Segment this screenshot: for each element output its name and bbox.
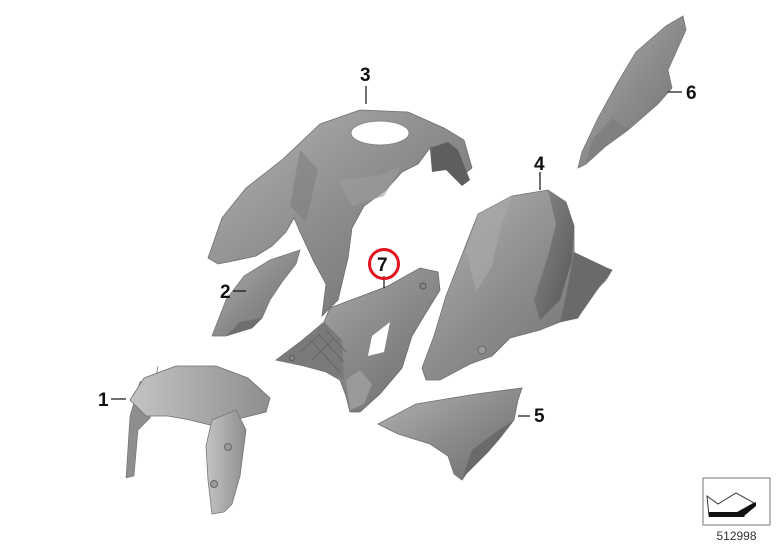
part-5-lower-panel[interactable]: [377, 387, 523, 481]
diagram-id: 512998: [716, 529, 757, 543]
callout-7[interactable]: 7: [377, 255, 388, 276]
leader-lines: [111, 86, 682, 417]
part-7-inner-bracket[interactable]: [275, 267, 441, 413]
callout-4[interactable]: 4: [534, 154, 545, 175]
part-1-front-mudguard[interactable]: [125, 365, 271, 515]
part-3-tank-cover[interactable]: [207, 109, 473, 318]
highlight-ring: [368, 248, 400, 280]
callout-5[interactable]: 5: [534, 406, 545, 427]
part-4-seat-cover[interactable]: [421, 189, 613, 381]
callout-1[interactable]: 1: [98, 390, 109, 411]
diagram-arrow-icon: [702, 477, 771, 526]
part-6-tail-trim[interactable]: [577, 15, 687, 169]
callout-6[interactable]: 6: [686, 83, 697, 104]
callout-2[interactable]: 2: [220, 282, 231, 303]
part-2-side-panel[interactable]: [211, 249, 301, 337]
callout-3[interactable]: 3: [360, 65, 371, 86]
